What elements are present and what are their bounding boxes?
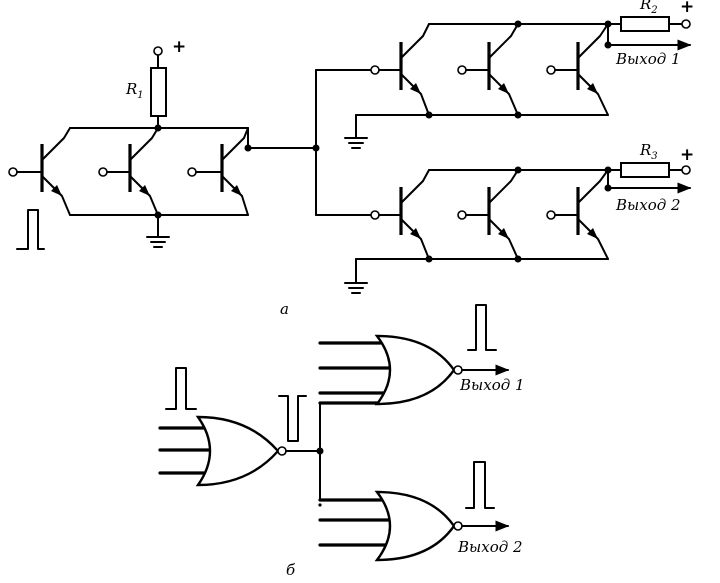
resistor-r3	[620, 162, 670, 178]
stage1-circuit	[8, 46, 320, 250]
stage3-circuit	[344, 162, 692, 294]
nor-gate-3	[374, 490, 456, 562]
output2-label-a: Выход 2	[615, 196, 681, 214]
nor-gate-2	[374, 334, 456, 406]
part-b-label: б	[286, 561, 296, 579]
transistor-t6	[576, 34, 602, 96]
output2-label-b: Выход 2	[457, 538, 523, 556]
resistor-r1	[150, 67, 167, 117]
output1-label-b: Выход 1	[459, 376, 525, 394]
transistor-t2	[128, 136, 154, 198]
plus-label-r3: +	[680, 145, 694, 165]
inverted-pulse	[278, 395, 307, 442]
label-r3: R3	[639, 141, 658, 162]
transistor-t7	[399, 179, 425, 241]
resistor-r2	[620, 16, 670, 32]
input-pulse-b	[165, 367, 197, 410]
stage2-circuit	[344, 16, 692, 149]
output1-label-a: Выход 1	[615, 50, 681, 68]
label-r2: R2	[639, 0, 658, 16]
output-pulse-2	[465, 461, 495, 509]
transistor-t4	[399, 34, 425, 96]
plus-label-r2: +	[680, 0, 694, 17]
transistor-t5	[487, 34, 513, 96]
transistor-t8	[487, 179, 513, 241]
part-a-label: а	[280, 300, 289, 318]
transistor-t3	[220, 136, 246, 198]
plus-label-r1: +	[172, 37, 186, 57]
nor-gate-1	[195, 415, 280, 487]
gate-diagram	[158, 304, 510, 562]
input-pulse-a	[16, 209, 45, 250]
output-pulse-1	[467, 304, 497, 351]
transistor-t9	[576, 179, 602, 241]
label-r1: R1	[125, 80, 144, 101]
transistor-t1	[40, 136, 66, 198]
